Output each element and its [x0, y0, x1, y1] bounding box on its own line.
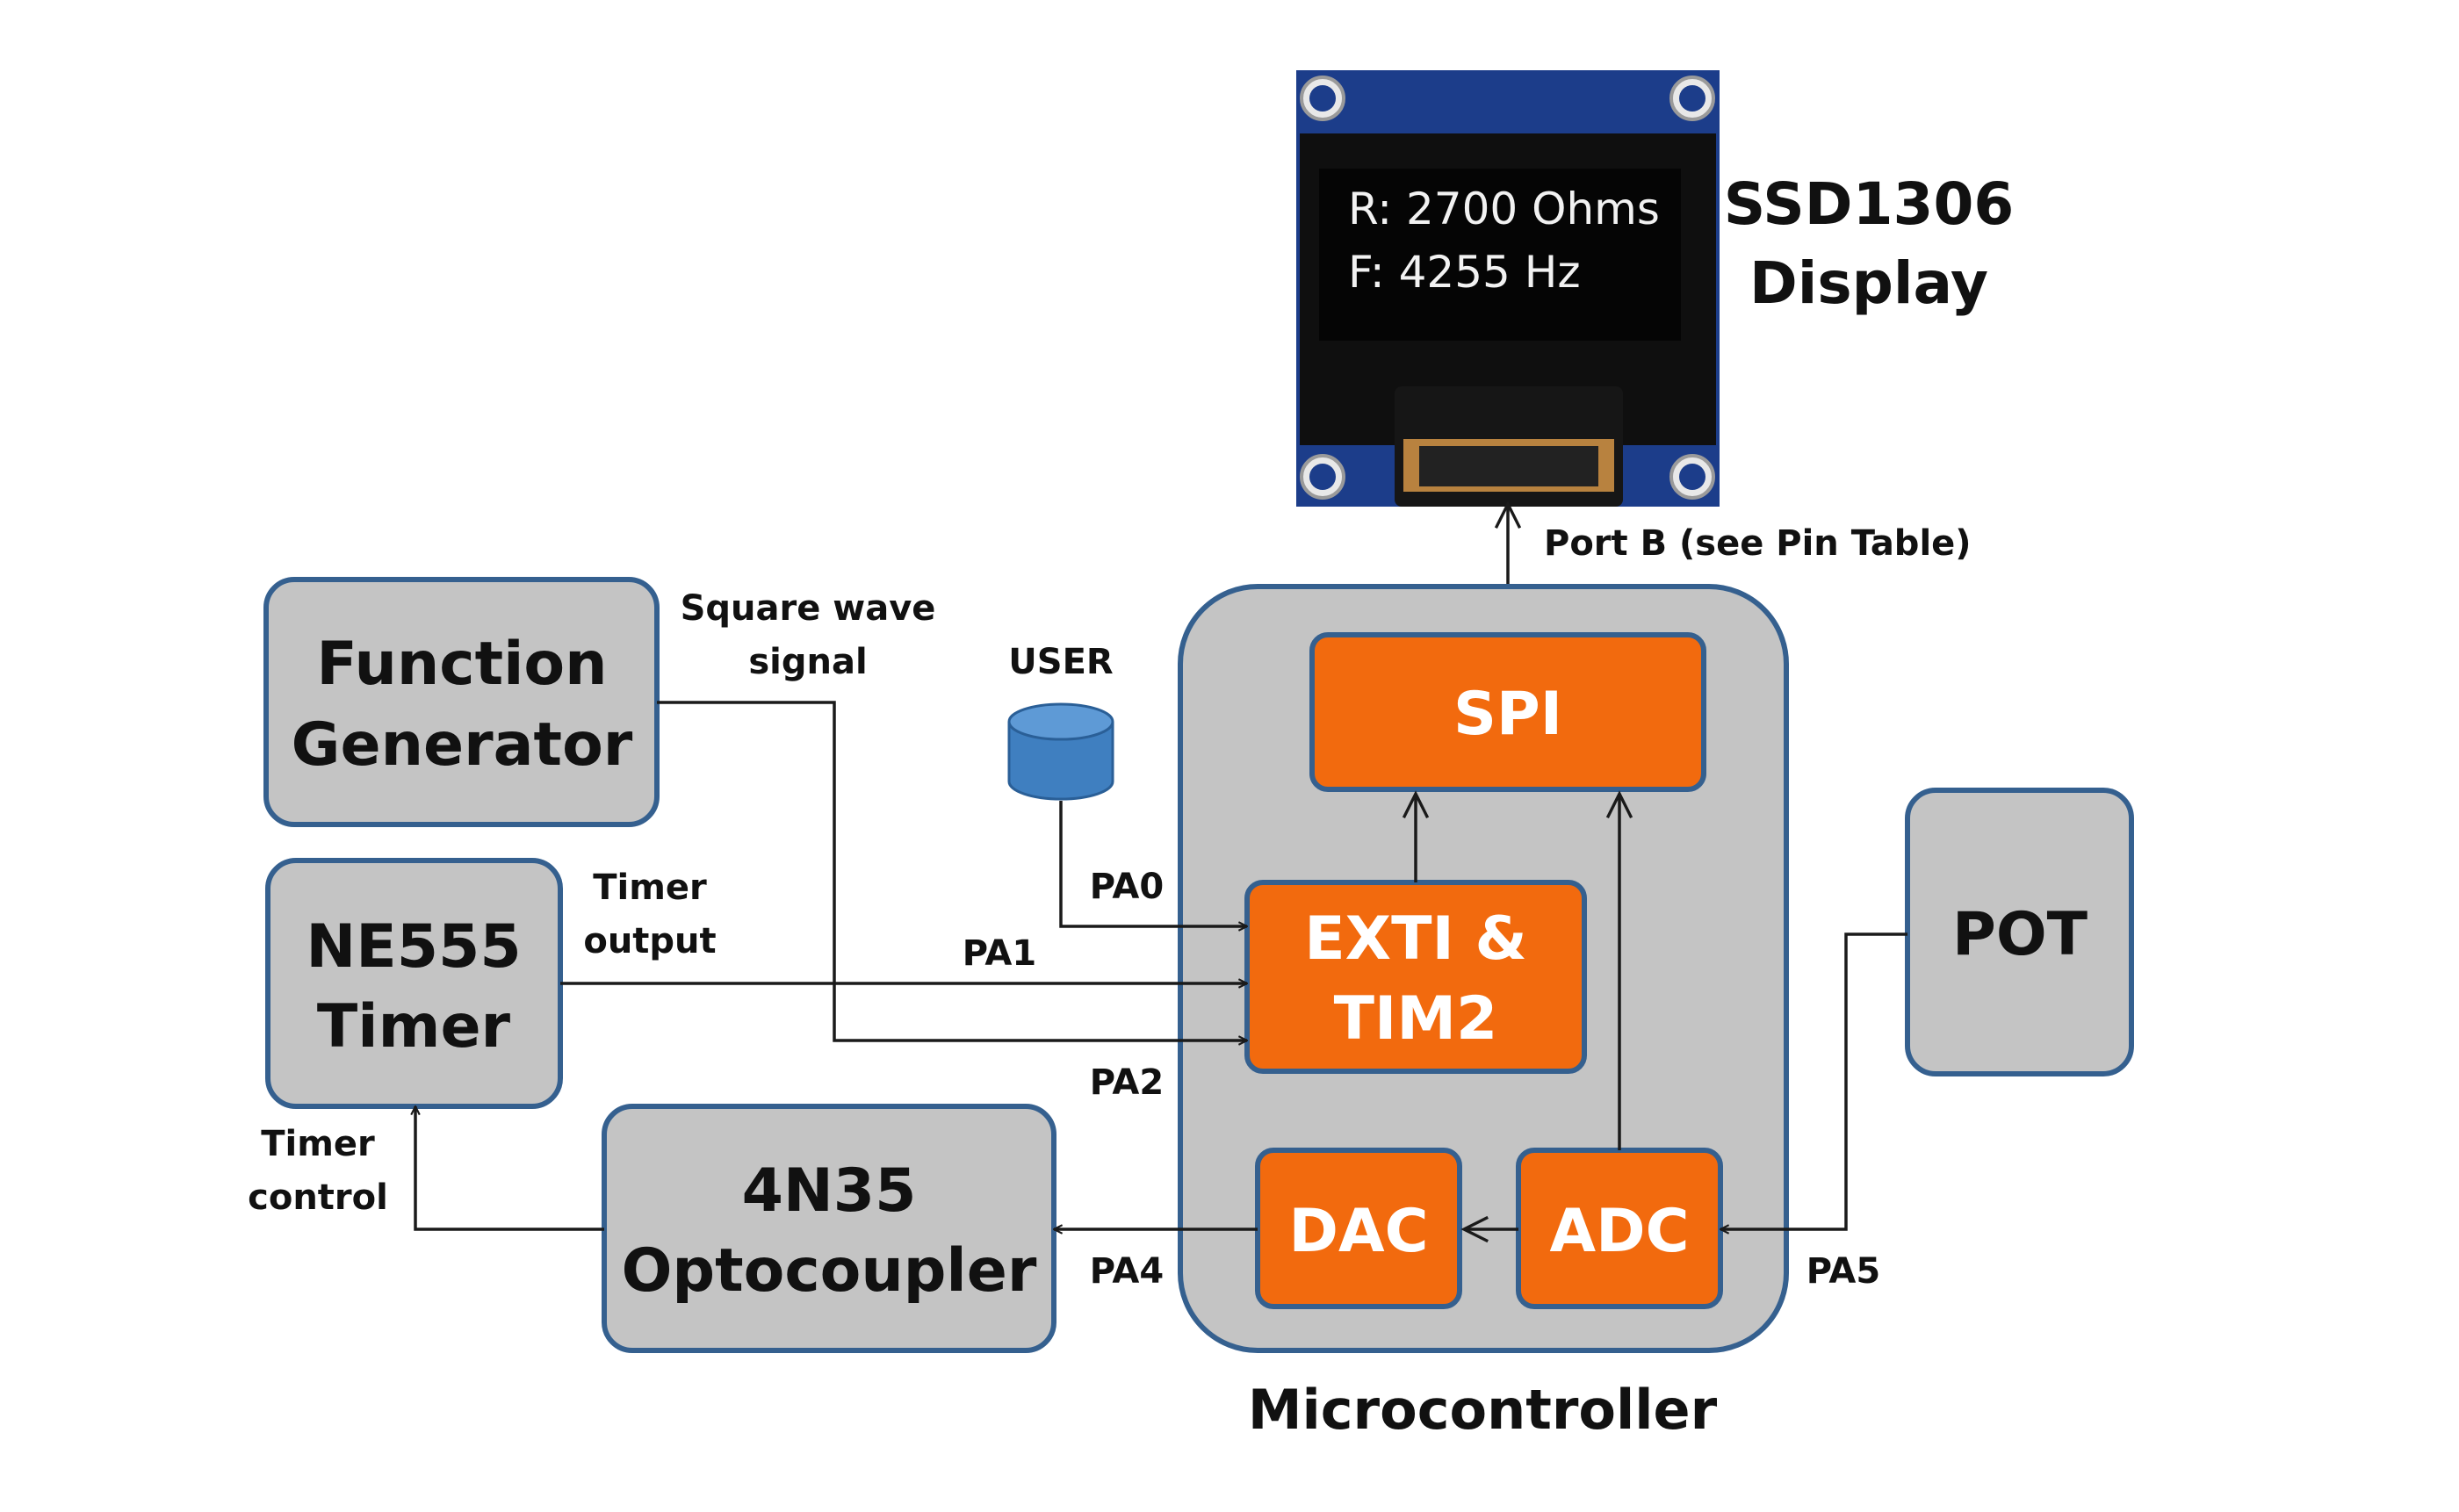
pa2-wire [657, 701, 1247, 1040]
pa0-label: PA0 [1090, 867, 1164, 907]
timer-output-label-line1: Timer [593, 868, 707, 908]
adc-label: ADC [1550, 1197, 1690, 1266]
pa5-wire [1720, 932, 1907, 1229]
oled-line-r: R: 2700 Ohms [1348, 184, 1660, 234]
display-title: SSD1306 [1724, 170, 2015, 238]
pa5-label: PA5 [1806, 1251, 1880, 1292]
square-wave-label-line2: signal [748, 642, 867, 682]
function-generator-line2: Generator [292, 710, 633, 780]
optocoupler-block [602, 1104, 1056, 1353]
exti-label-line1: EXTI & [1304, 904, 1527, 974]
optocoupler-line1: 4N35 [742, 1156, 917, 1226]
user-label: USER [1008, 642, 1113, 682]
pot-block [1905, 788, 2134, 1076]
timer-output-label-line2: output [583, 921, 716, 961]
oled-screen [1319, 169, 1681, 341]
pot-label: POT [1952, 900, 2088, 969]
oled-line-f: F: 4255 Hz [1348, 247, 1581, 298]
oled-display-module: R: 2700 Ohms F: 4255 Hz [1296, 70, 1720, 507]
pa1-label: PA1 [963, 933, 1036, 974]
microcontroller-title: Microcontroller [1248, 1378, 1718, 1442]
spi-label: SPI [1453, 680, 1562, 749]
portb-label: Port B (see Pin Table) [1544, 523, 1972, 564]
exti-label-line2: TIM2 [1334, 984, 1498, 1054]
display-subtitle: Display [1749, 249, 1988, 317]
function-generator-line1: Function [316, 630, 607, 699]
pa0-wire [1059, 801, 1247, 926]
dac-label: DAC [1289, 1197, 1429, 1266]
optocoupler-line2: Optocoupler [622, 1236, 1037, 1306]
ne555-timer-block [265, 858, 563, 1109]
ne555-line1: NE555 [306, 912, 521, 982]
timer-control-label-line1: Timer [261, 1124, 375, 1164]
user-button-icon [1007, 702, 1114, 801]
timer-control-label-line2: control [248, 1177, 388, 1218]
pa2-label: PA2 [1090, 1062, 1164, 1103]
spi-block [1309, 632, 1706, 792]
timer-control-wire [415, 1106, 604, 1231]
square-wave-label-line1: Square wave [681, 588, 936, 629]
function-generator-block [263, 577, 660, 827]
pa4-label: PA4 [1090, 1251, 1164, 1292]
ne555-line2: Timer [317, 992, 511, 1062]
